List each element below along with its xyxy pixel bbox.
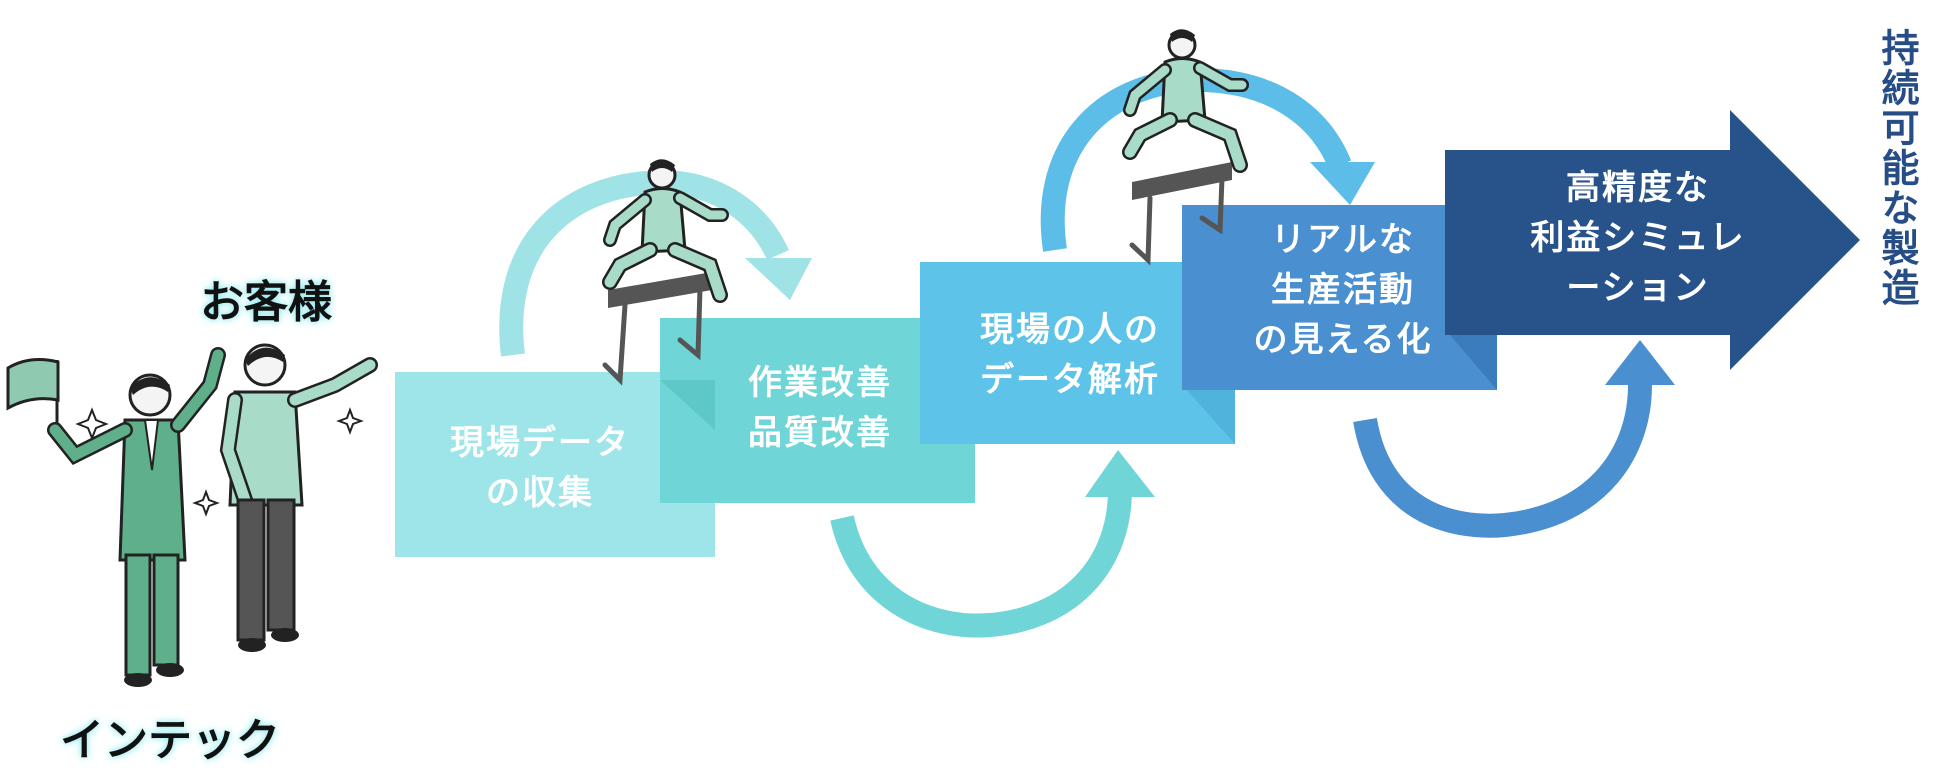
curved-arrow-1: [499, 169, 812, 357]
hurdle-icon: [1129, 162, 1232, 266]
step-label-4: リアルな 生産活動 の見える化: [1218, 215, 1468, 365]
pointing-worker-icon: [219, 343, 378, 652]
step-4-line-1: リアルな: [1271, 220, 1415, 260]
step-label-3: 現場の人の データ解析: [945, 305, 1195, 405]
step-block-4: [1182, 205, 1497, 390]
step-3-line-2: データ解析: [980, 360, 1160, 400]
step-3-line-1: 現場の人の: [980, 310, 1160, 350]
curved-arrow-4: [1353, 340, 1675, 538]
step-label-5: 高精度な 利益シミュレ ーション: [1488, 163, 1788, 313]
jumping-worker-icon: [602, 159, 729, 303]
step-label-1: 現場データ の収集: [400, 418, 680, 518]
step-4-line-2: 生産活動: [1271, 270, 1415, 310]
step-1-line-2: の収集: [486, 473, 594, 513]
goal-label: 持続可能な製造: [1875, 28, 1919, 308]
step-5-line-3: ーション: [1566, 268, 1710, 308]
customer-label: お客様: [200, 277, 332, 328]
customer-person-suit: [47, 347, 226, 687]
step-1-line-1: 現場データ: [450, 423, 630, 463]
step-label-2: 作業改善 品質改善: [700, 358, 940, 458]
step-2-line-2: 品質改善: [748, 413, 892, 453]
step-4-line-3: の見える化: [1253, 320, 1433, 360]
step-block-5-arrow: [1445, 110, 1860, 370]
jumping-worker-icon: [1122, 29, 1249, 173]
company-label: インテック: [60, 715, 280, 766]
step-5-line-1: 高精度な: [1566, 168, 1710, 208]
step-5-line-2: 利益シミュレ: [1530, 218, 1746, 258]
hurdle-icon: [602, 272, 712, 386]
sparkle-icon: [75, 407, 364, 517]
step-2-line-1: 作業改善: [748, 363, 892, 403]
curved-arrow-2: [830, 450, 1155, 638]
